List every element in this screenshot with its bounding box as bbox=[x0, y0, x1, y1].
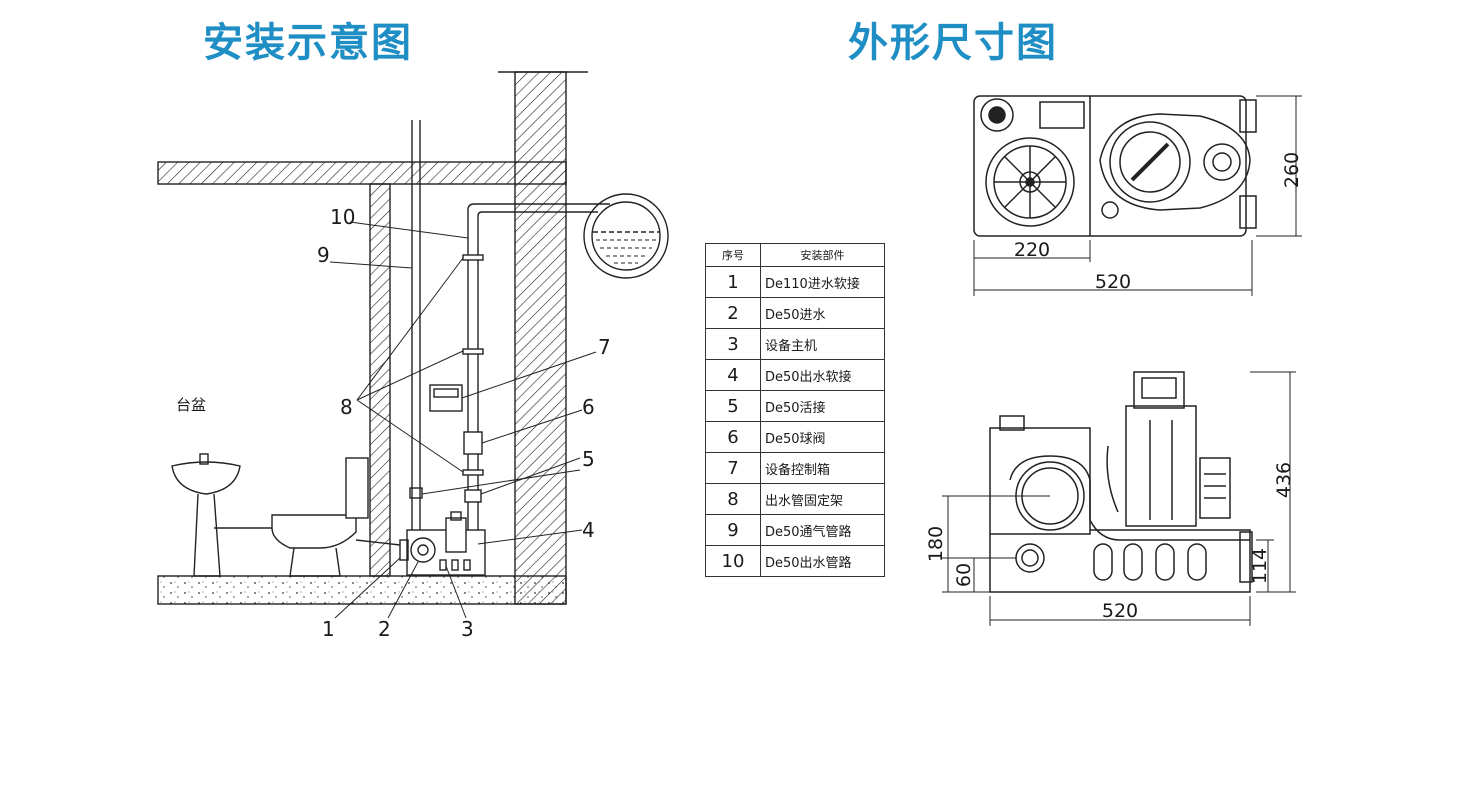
callout-10: 10 bbox=[330, 205, 355, 229]
row-part: De50进水 bbox=[760, 297, 885, 329]
row-part: De110进水软接 bbox=[760, 266, 885, 298]
parts-table-header: 序号 安装部件 bbox=[705, 243, 885, 267]
installation-diagram bbox=[157, 71, 669, 619]
dim-front-inlet-height: 180 bbox=[925, 526, 947, 562]
install-diagram-title: 安装示意图 bbox=[203, 20, 413, 66]
row-part: 设备主机 bbox=[760, 328, 885, 360]
row-part: De50球阀 bbox=[760, 421, 885, 453]
row-no: 2 bbox=[705, 297, 761, 329]
row-part: 出水管固定架 bbox=[760, 483, 885, 515]
dim-top-inlet-offset: 220 bbox=[1014, 239, 1050, 261]
ceiling-slab bbox=[157, 161, 567, 185]
row-part: 设备控制箱 bbox=[760, 452, 885, 484]
callout-5: 5 bbox=[582, 447, 595, 471]
header-part: 安装部件 bbox=[760, 243, 885, 267]
row-no: 3 bbox=[705, 328, 761, 360]
top-view-drawing bbox=[973, 95, 1302, 296]
dim-top-depth: 260 bbox=[1281, 152, 1303, 188]
row-no: 9 bbox=[705, 514, 761, 546]
dim-top-width: 520 bbox=[1095, 271, 1131, 293]
row-no: 7 bbox=[705, 452, 761, 484]
dimension-drawing-title: 外形尺寸图 bbox=[848, 20, 1058, 66]
callout-4: 4 bbox=[582, 518, 595, 542]
callout-1: 1 bbox=[322, 617, 335, 641]
callout-2: 2 bbox=[378, 617, 391, 641]
row-no: 1 bbox=[705, 266, 761, 298]
callout-6: 6 bbox=[582, 395, 595, 419]
callout-numbers: 10 9 8 7 6 5 4 1 2 3 bbox=[317, 205, 611, 641]
floor-slab bbox=[157, 575, 567, 605]
row-no: 8 bbox=[705, 483, 761, 515]
basin-label: 台盆 bbox=[176, 396, 206, 414]
dim-front-width: 520 bbox=[1102, 600, 1138, 622]
header-no: 序号 bbox=[705, 243, 761, 267]
dim-front-inlet-center: 60 bbox=[953, 563, 975, 587]
right-wall bbox=[514, 71, 567, 605]
row-part: De50活接 bbox=[760, 390, 885, 422]
row-no: 10 bbox=[705, 545, 761, 577]
callout-8: 8 bbox=[340, 395, 353, 419]
row-no: 6 bbox=[705, 421, 761, 453]
front-view-drawing bbox=[942, 371, 1296, 626]
row-no: 4 bbox=[705, 359, 761, 391]
callout-7: 7 bbox=[598, 335, 611, 359]
dim-front-height: 436 bbox=[1273, 462, 1295, 498]
row-no: 5 bbox=[705, 390, 761, 422]
callout-9: 9 bbox=[317, 243, 330, 267]
dim-front-outlet-height: 114 bbox=[1249, 548, 1271, 584]
partition-wall bbox=[369, 183, 391, 577]
row-part: De50出水软接 bbox=[760, 359, 885, 391]
row-part: De50出水管路 bbox=[760, 545, 885, 577]
callout-3: 3 bbox=[461, 617, 474, 641]
row-part: De50通气管路 bbox=[760, 514, 885, 546]
